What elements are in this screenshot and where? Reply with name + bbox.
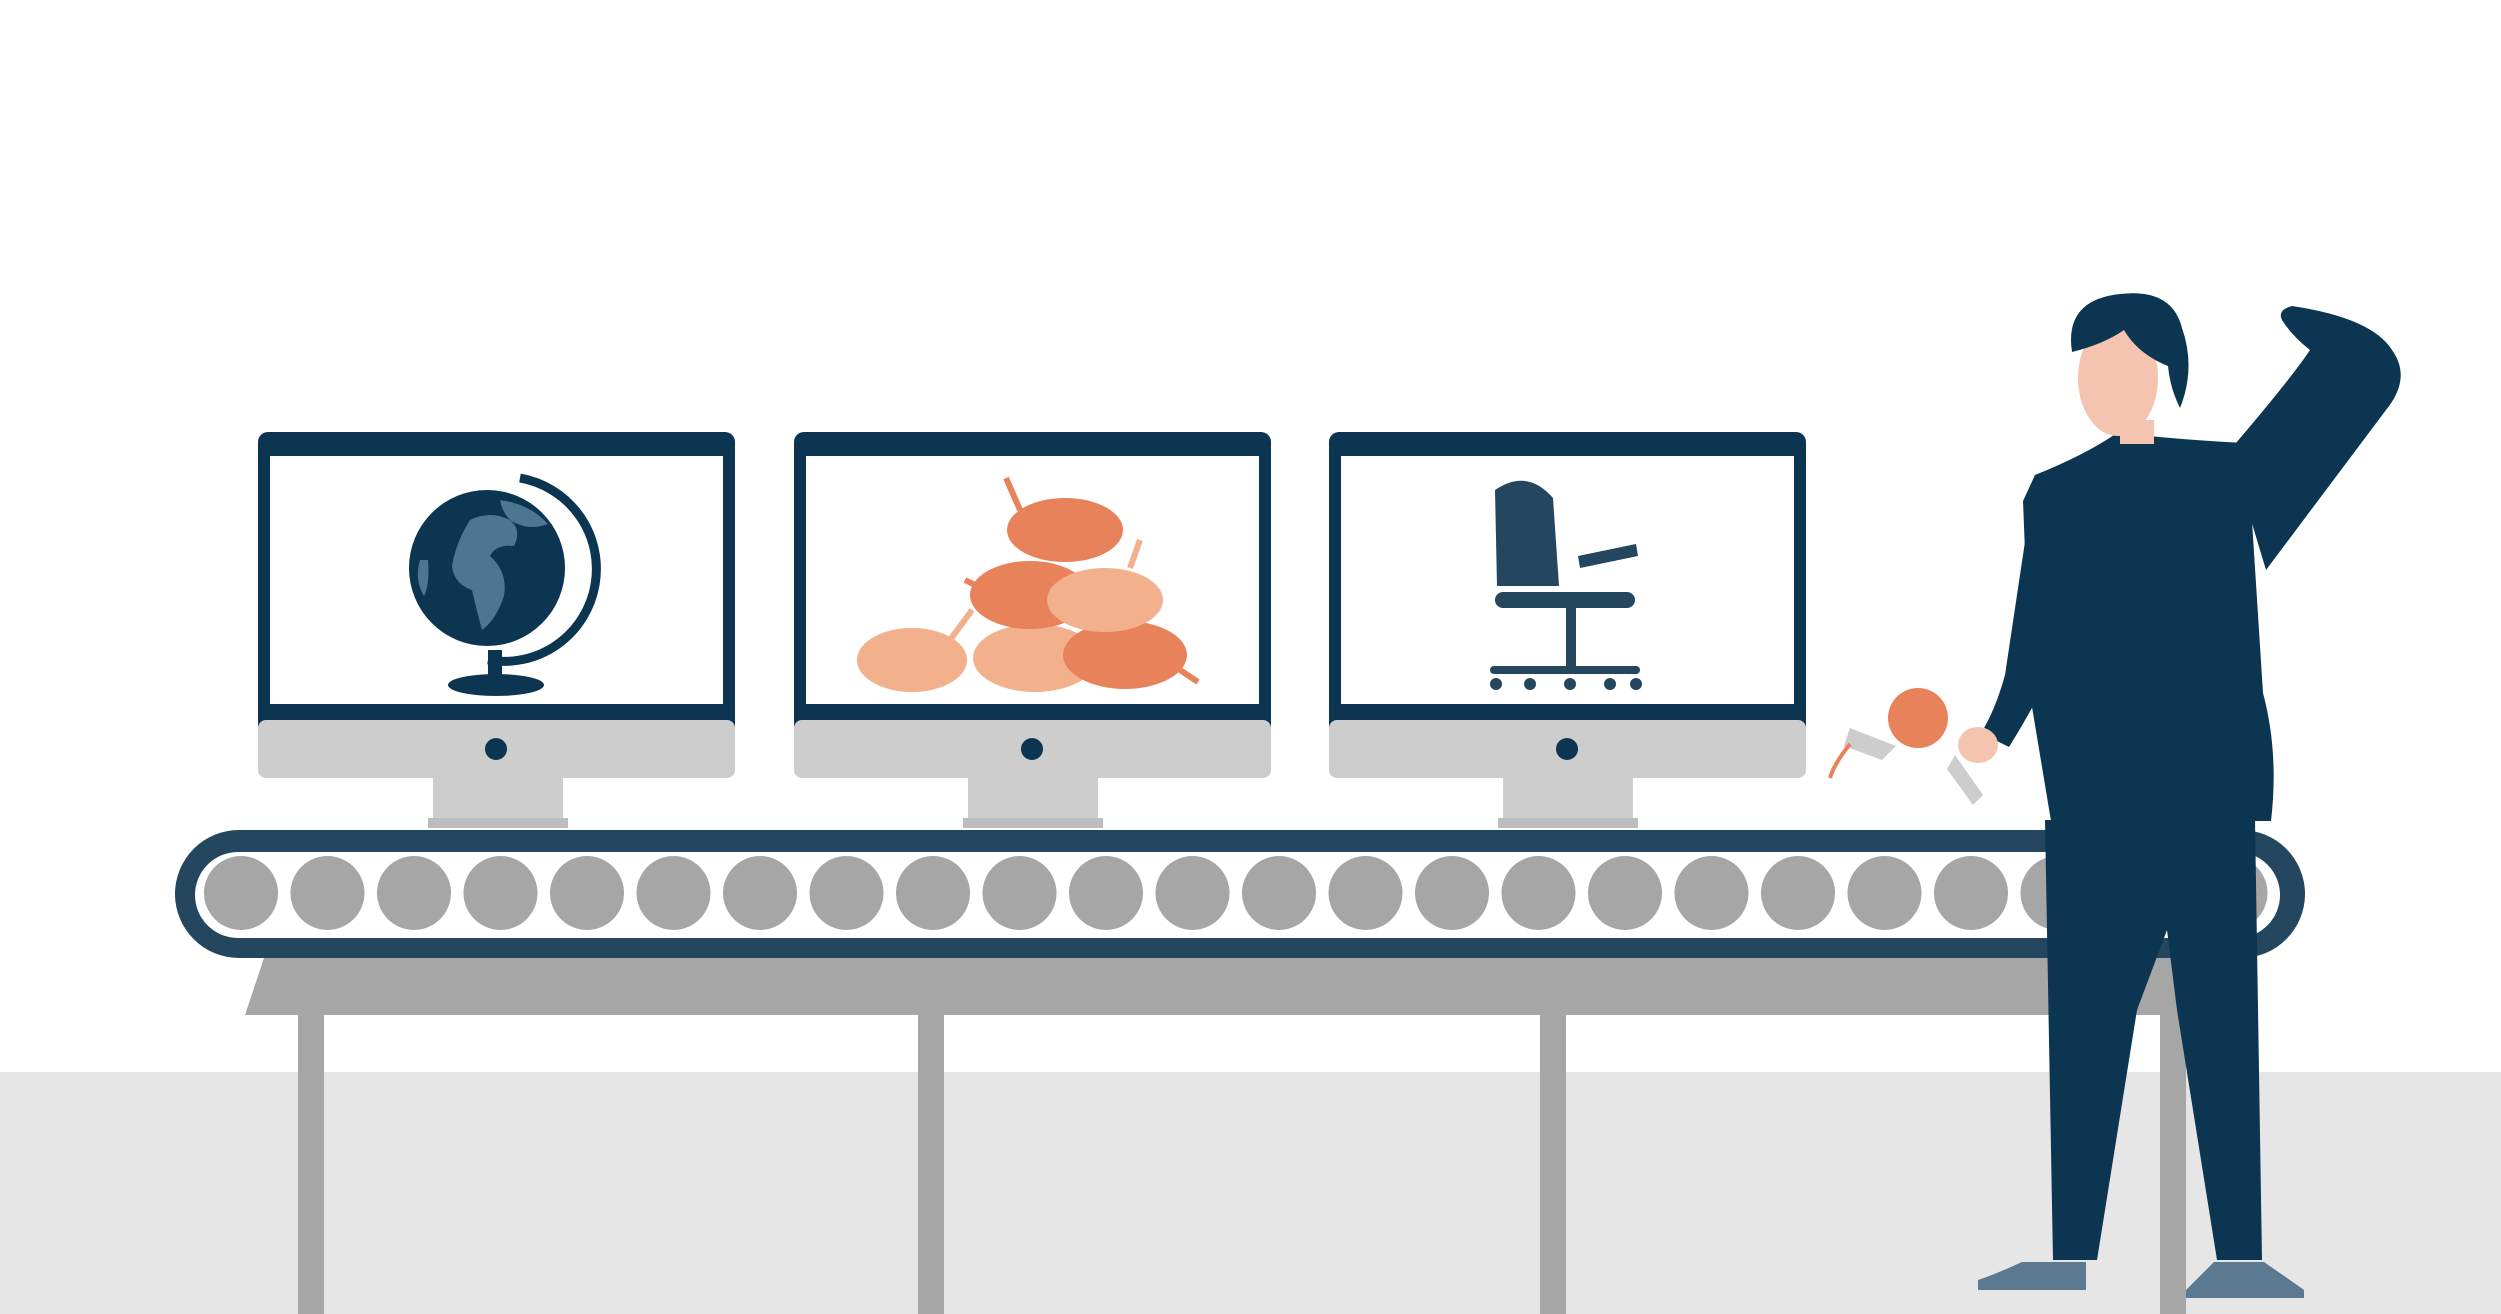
conveyor-roller — [463, 856, 538, 930]
conveyor-roller — [1069, 856, 1143, 930]
conveyor-roller — [1415, 856, 1489, 930]
conveyor-roller — [550, 856, 624, 930]
monitor-1 — [258, 432, 735, 828]
person-legs — [2045, 820, 2262, 1260]
person — [1828, 293, 2401, 1298]
broken-object-icon — [1828, 688, 1983, 805]
monitor-stand-foot — [963, 818, 1103, 828]
conveyor-roller — [377, 856, 451, 930]
pile-of-sacks-icon — [857, 476, 1200, 692]
conveyor-roller — [896, 856, 970, 930]
conveyor-inner — [195, 852, 2280, 938]
person-torso — [2023, 433, 2274, 821]
monitor-stand-foot — [428, 818, 568, 828]
conveyor-roller — [1501, 856, 1576, 930]
person-face — [2078, 320, 2158, 436]
monitor-2 — [794, 432, 1271, 828]
conveyor-roller — [1761, 856, 1835, 930]
monitor-3 — [1329, 432, 1806, 828]
conveyor-roller — [1242, 856, 1316, 930]
person-right-arm — [2230, 306, 2401, 570]
conveyor-roller — [809, 856, 884, 930]
conveyor-roller — [1934, 856, 2008, 930]
conveyor-roller — [1328, 856, 1403, 930]
person-hair — [2071, 293, 2189, 408]
conveyor-roller — [290, 856, 365, 930]
conveyor-rollers — [204, 856, 2268, 930]
monitor-power-dot — [1556, 738, 1578, 760]
conveyor-roller — [982, 856, 1057, 930]
monitor-stand — [1503, 770, 1633, 826]
table-top — [245, 955, 2240, 1015]
conveyor-roller — [204, 856, 278, 930]
office-chair-icon — [1490, 480, 1642, 690]
conveyor-roller — [723, 856, 797, 930]
person-left-shoe — [1978, 1262, 2086, 1290]
monitor-power-dot — [485, 738, 507, 760]
conveyor-roller — [1847, 856, 1922, 930]
conveyor-roller — [1588, 856, 1662, 930]
conveyor-roller — [1674, 856, 1749, 930]
conveyor-roller — [636, 856, 711, 930]
person-left-arm — [1981, 475, 2075, 747]
conveyor-roller — [1155, 856, 1230, 930]
globe-icon — [409, 473, 601, 696]
monitor-power-dot — [1021, 738, 1043, 760]
monitor-stand-foot — [1498, 818, 1638, 828]
monitor-stand — [968, 770, 1098, 826]
person-right-shoe — [2186, 1262, 2304, 1298]
floor — [0, 1072, 2501, 1314]
monitor-stand — [433, 770, 563, 826]
person-hand — [1958, 727, 1998, 763]
table-legs — [298, 1010, 2186, 1314]
